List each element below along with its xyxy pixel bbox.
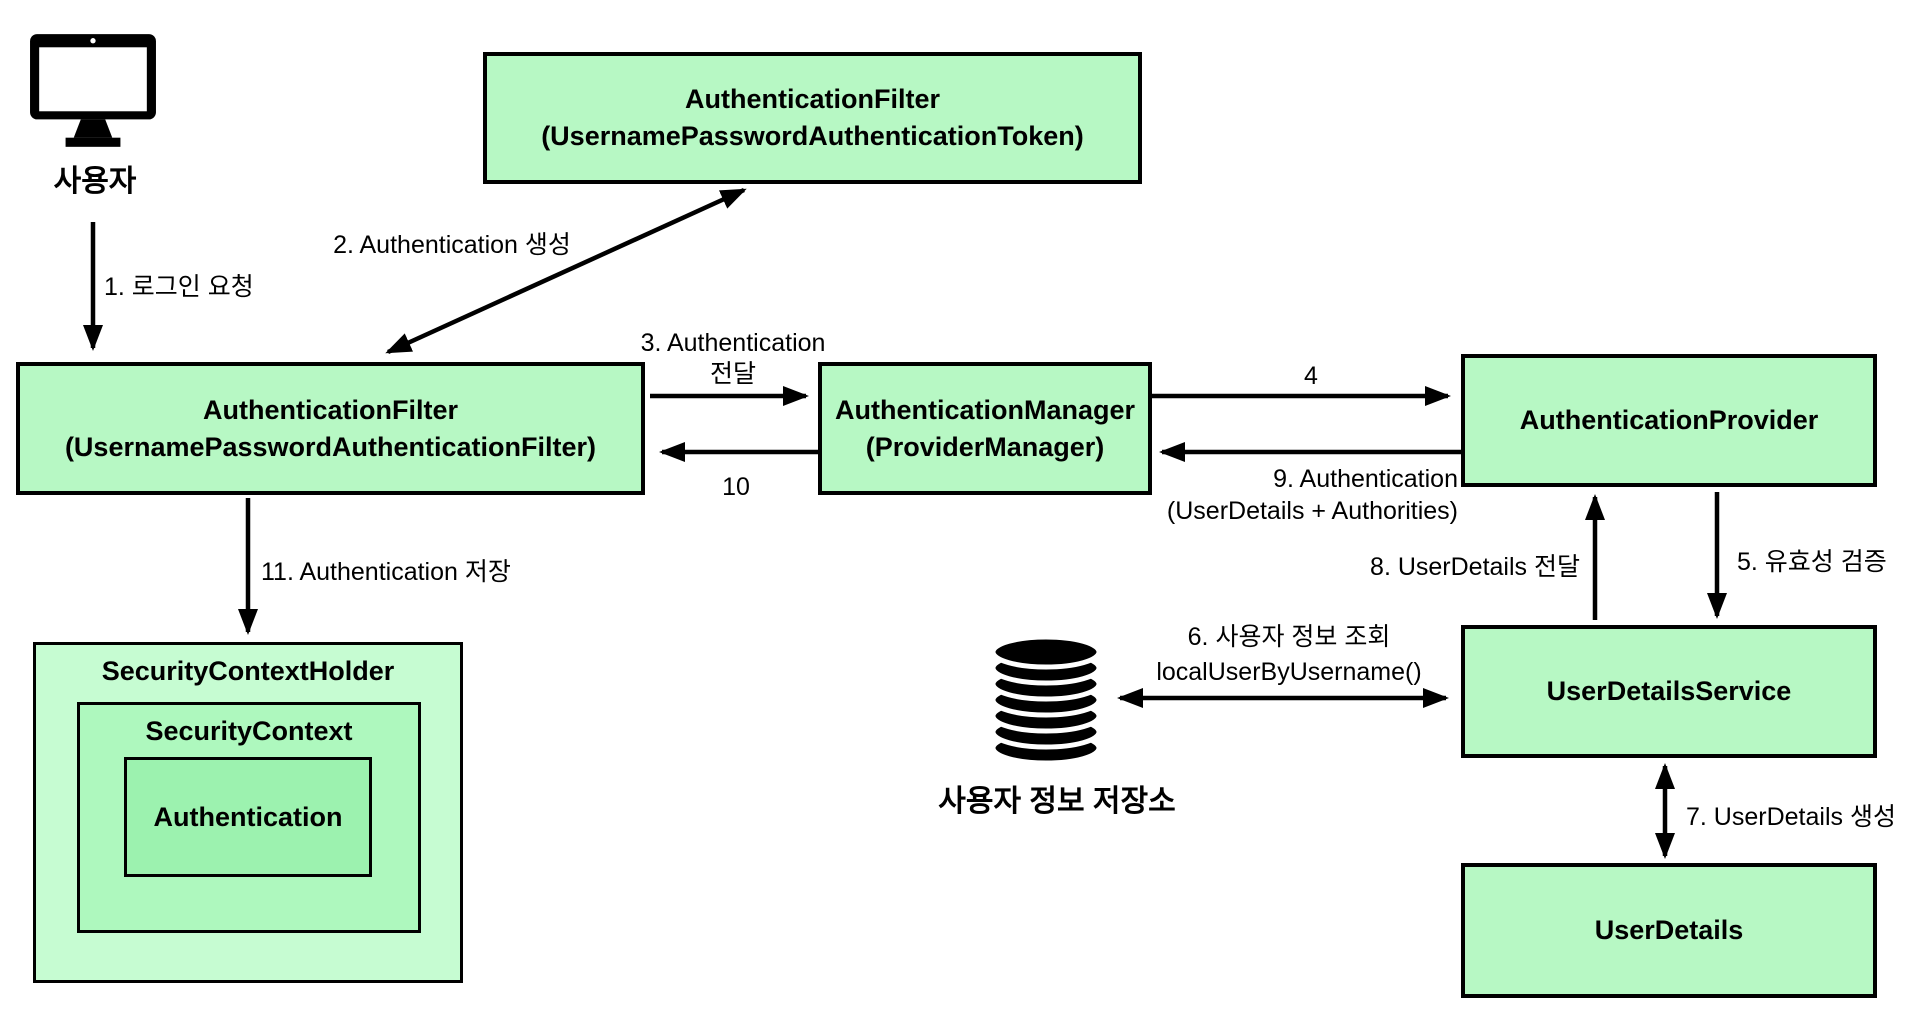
label-step2: 2. Authentication 생성	[333, 231, 571, 259]
label-step3: 3. Authentication 전달	[641, 328, 826, 390]
box-security-context-holder-label: SecurityContextHolder	[101, 656, 395, 686]
box-authentication-manager: AuthenticationManager (ProviderManager)	[818, 362, 1152, 495]
database-icon	[990, 634, 1102, 766]
label-step7: 7. UserDetails 생성	[1686, 803, 1896, 831]
box-authentication-object-label: Authentication	[153, 801, 343, 832]
label-step11: 11. Authentication 저장	[261, 558, 511, 586]
box-authentication-filter-line1: AuthenticationFilter	[203, 394, 458, 425]
box-authentication-manager-line2: (ProviderManager)	[865, 431, 1105, 462]
label-step5: 5. 유효성 검증	[1737, 548, 1887, 576]
user-computer-icon	[30, 34, 156, 147]
box-authentication-object: Authentication	[124, 757, 372, 877]
box-authentication-manager-line1: AuthenticationManager	[834, 394, 1136, 425]
box-authentication-provider: AuthenticationProvider	[1461, 354, 1877, 487]
box-user-details: UserDetails	[1461, 863, 1877, 998]
label-step8: 8. UserDetails 전달	[1370, 553, 1580, 581]
label-step9-line1: 9. Authentication	[1273, 465, 1458, 493]
box-authentication-filter-token-line1: AuthenticationFilter	[685, 84, 940, 114]
label-step6: 6. 사용자 정보 조회 localUserByUsername()	[1156, 620, 1421, 690]
user-actor-label: 사용자	[53, 165, 137, 198]
label-step6-line2: localUserByUsername()	[1156, 658, 1422, 686]
box-authentication-filter-line2: (UsernamePasswordAuthenticationFilter)	[64, 431, 597, 462]
label-step9: 9. Authentication (UserDetails + Authori…	[1167, 463, 1458, 527]
label-step6-line1: 6. 사용자 정보 조회	[1187, 623, 1391, 651]
label-step4: 4	[1304, 362, 1318, 390]
label-step3-line2: 전달	[709, 360, 756, 388]
box-authentication-provider-label: AuthenticationProvider	[1519, 405, 1819, 435]
label-step9-line2: (UserDetails + Authorities)	[1166, 497, 1458, 525]
box-user-details-service-label: UserDetailsService	[1546, 676, 1792, 706]
box-user-details-label: UserDetails	[1594, 915, 1744, 945]
user-store-label: 사용자 정보 저장소	[938, 785, 1176, 818]
box-authentication-filter-token-line2: (UsernamePasswordAuthenticationToken)	[541, 121, 1084, 151]
box-user-details-service: UserDetailsService	[1461, 625, 1877, 758]
label-step3-line1: 3. Authentication	[640, 329, 826, 357]
box-authentication-filter: AuthenticationFilter (UsernamePasswordAu…	[16, 362, 645, 495]
label-step10: 10	[722, 473, 750, 501]
label-step1: 1. 로그인 요청	[104, 273, 254, 301]
box-security-context-label: SecurityContext	[145, 716, 353, 746]
box-authentication-filter-token: AuthenticationFilter (UsernamePasswordAu…	[483, 52, 1142, 184]
